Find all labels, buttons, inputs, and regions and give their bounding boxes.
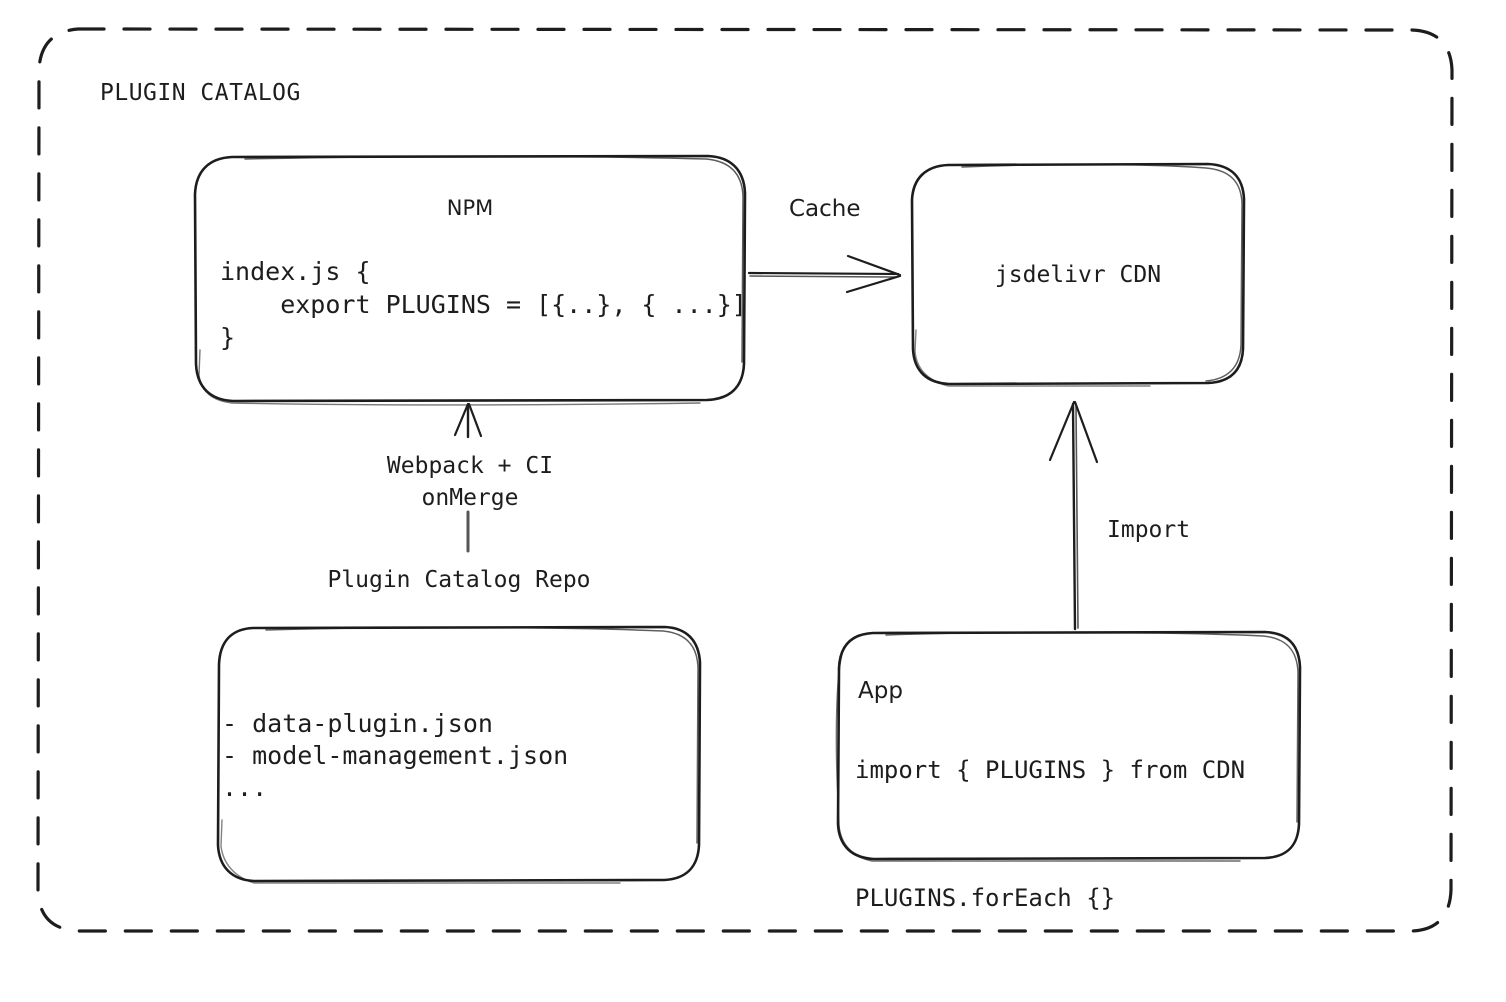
edge-label-import: Import [1107, 517, 1191, 543]
app-node-code: import { PLUGINS } from CDN PLUGINS.forE… [855, 756, 1246, 912]
repo-node-caption: Plugin Catalog Repo [327, 567, 591, 593]
group-title: PLUGIN CATALOG [100, 80, 301, 106]
cdn-box-outline-sketch3 [914, 329, 1151, 387]
edge-import-arrow [1048, 400, 1099, 631]
edge-cache-arrow [747, 254, 902, 294]
cdn-node-title: jsdelivr CDN [994, 262, 1162, 288]
npm-node-code: index.js { export PLUGINS = [{..}, { ...… [220, 257, 747, 352]
edge-label-cache: Cache [789, 196, 861, 222]
app-node-title: App [858, 678, 903, 704]
repo-box-outline-sketch3 [220, 819, 621, 884]
repo-node-file-list: - data-plugin.json - model-management.js… [222, 709, 569, 802]
npm-box-outline-sketch3 [198, 349, 701, 406]
npm-node-title: NPM [446, 196, 494, 220]
edge-label-build: Webpack + CI onMerge [386, 453, 554, 511]
